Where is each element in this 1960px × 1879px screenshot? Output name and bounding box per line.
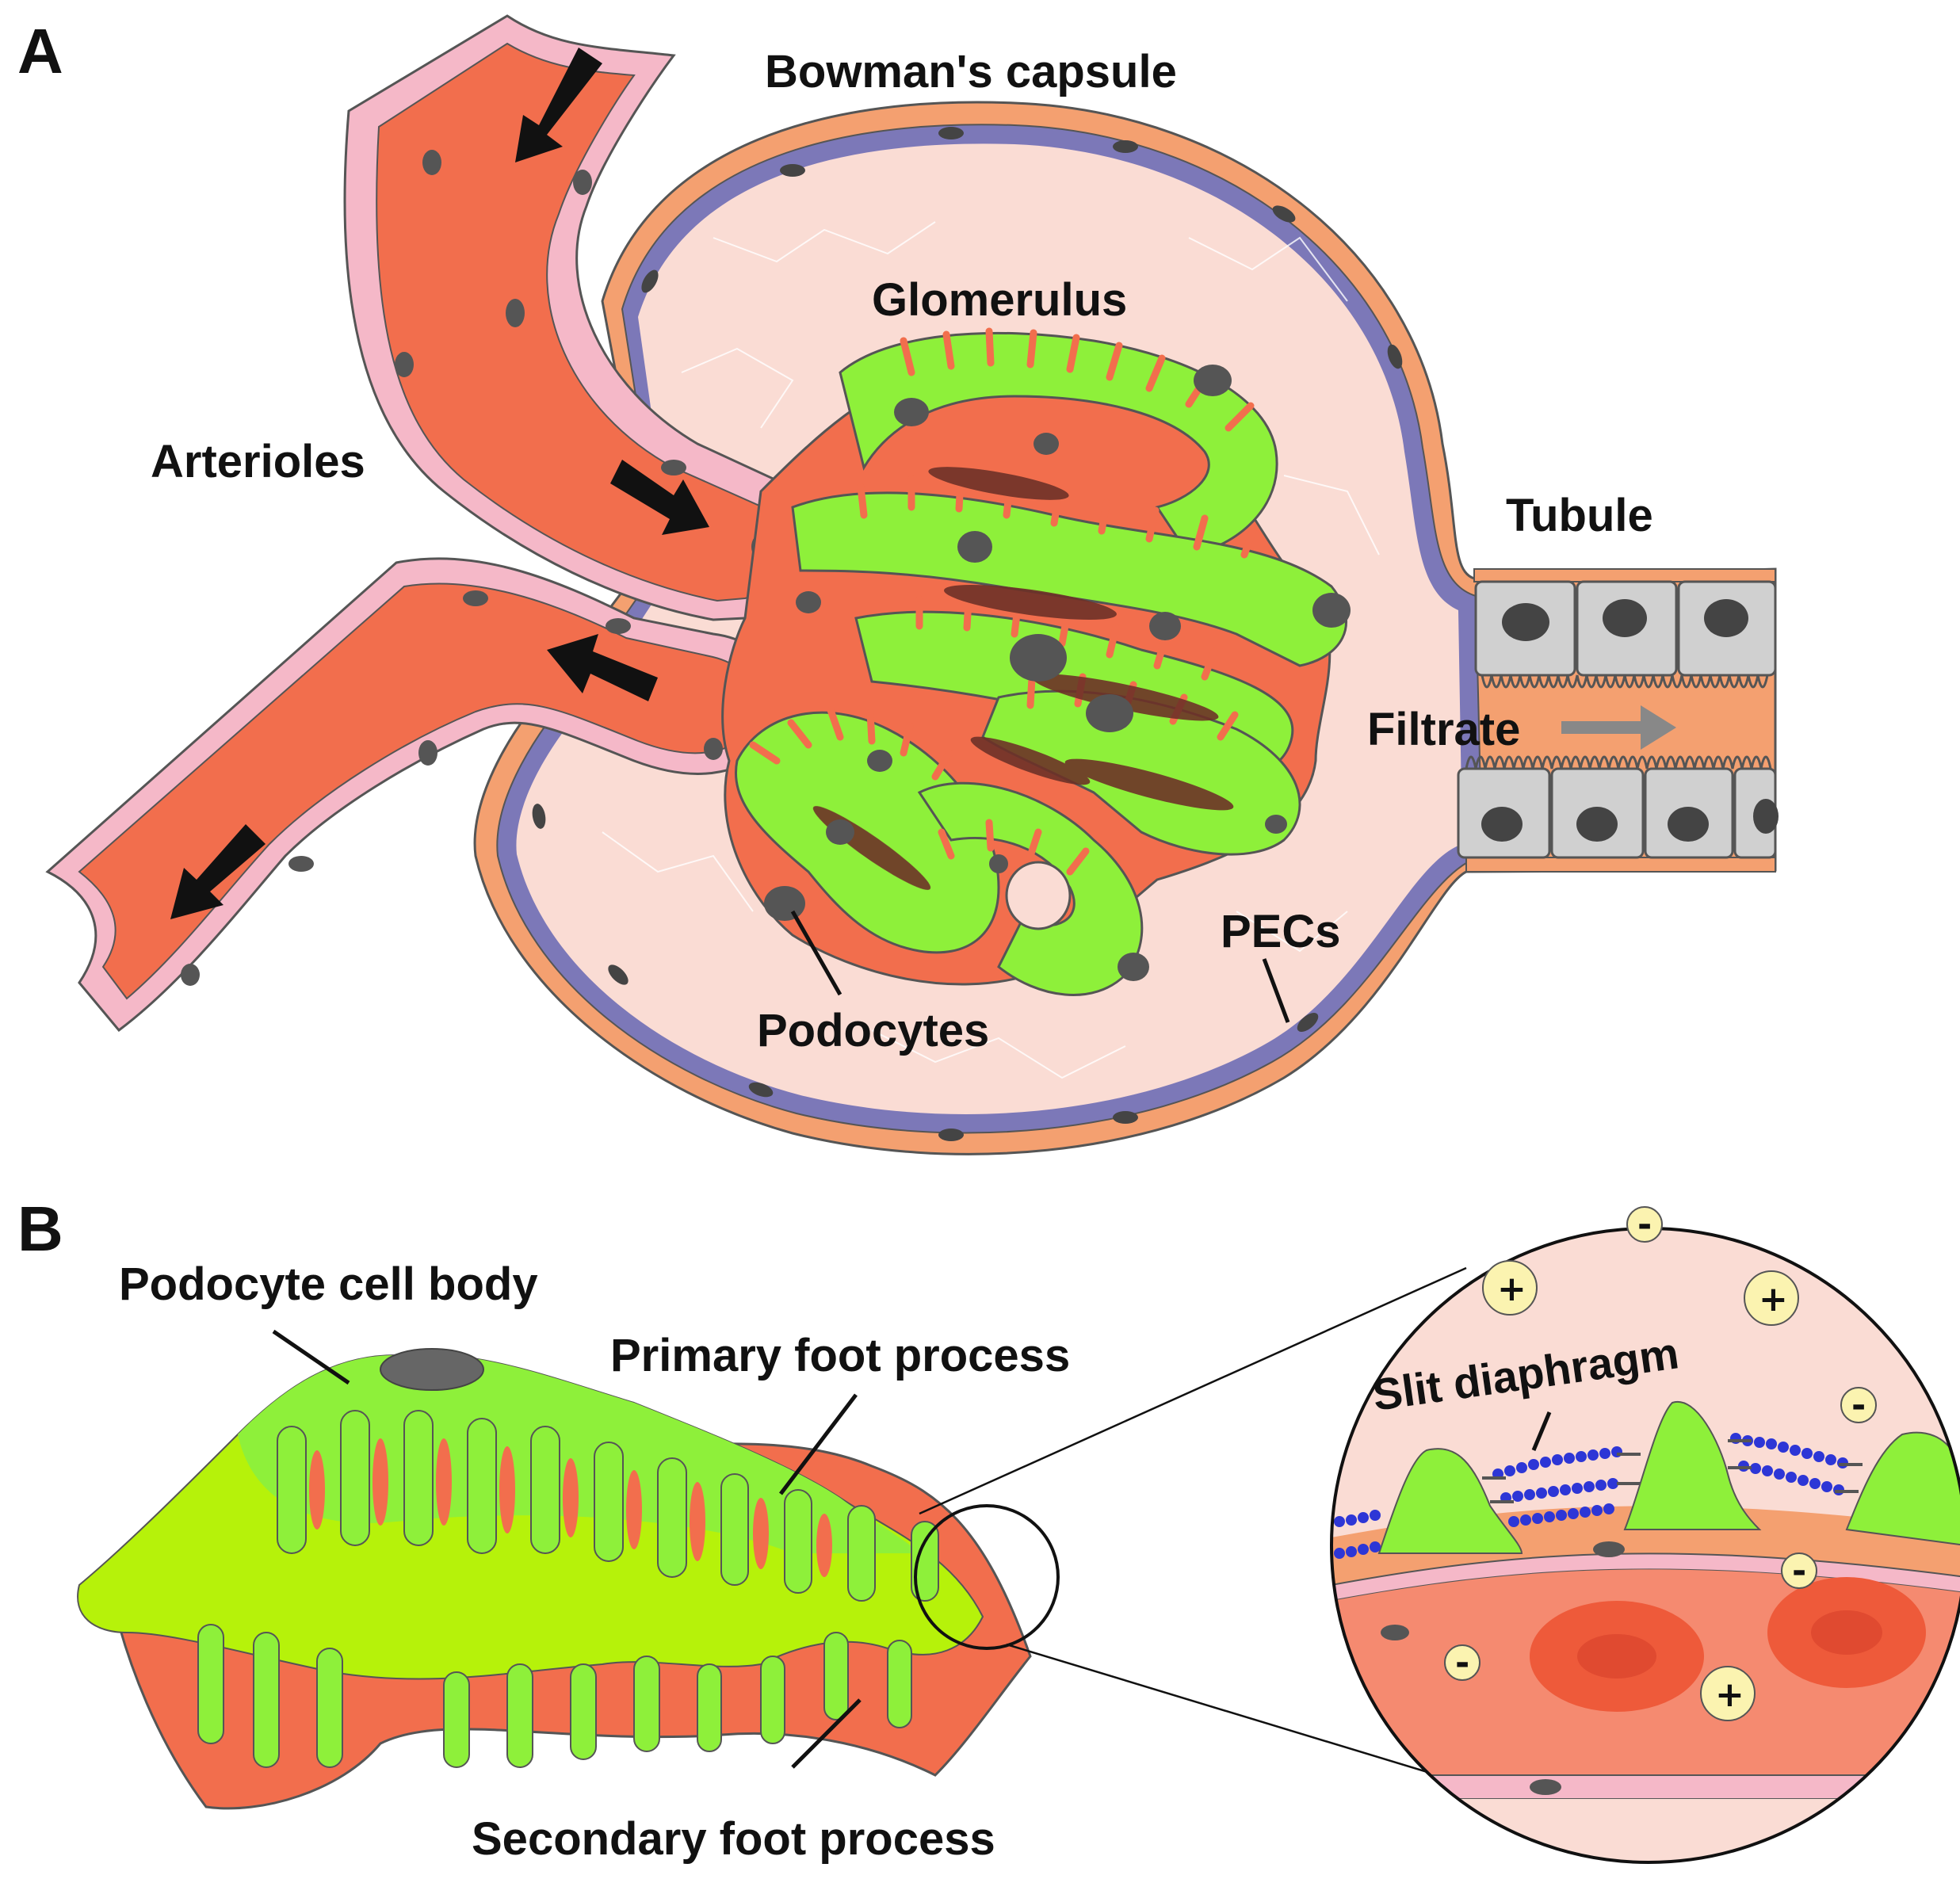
- tubule-nuclei: [1481, 599, 1779, 842]
- podocytes-leader-line: [790, 910, 842, 996]
- tubule: [1457, 568, 1779, 873]
- flow-arrows: [170, 48, 709, 919]
- charge-bubble-7: [1444, 1644, 1481, 1681]
- charge-sign-7: -: [1455, 1643, 1469, 1683]
- charge-bubble-4: [1626, 1206, 1663, 1243]
- tubule-label: Tubule: [1506, 490, 1653, 541]
- bowmans-capsule-label: Bowman's capsule: [765, 46, 1177, 97]
- magnified-view: + + + - - - - Slit diaphragm: [1330, 1205, 1960, 1864]
- panel-b-letter: B: [17, 1193, 63, 1264]
- charge-bubble-6: [1781, 1552, 1817, 1589]
- primary-process-leader-line: [779, 1393, 858, 1495]
- upper-foot-processes: [277, 1410, 939, 1602]
- arterioles: [45, 14, 821, 1033]
- charge-sign-4: -: [1637, 1205, 1652, 1245]
- flow-arrow-1: [515, 48, 602, 162]
- glomerular-tuft: [721, 327, 1351, 996]
- arterioles-label: Arterioles: [151, 436, 365, 487]
- primary-foot-process-label: Primary foot process: [610, 1330, 1070, 1381]
- zoom-line-top: [919, 1266, 1467, 1515]
- cell-body-leader-line: [272, 1329, 350, 1385]
- pecs-label: PECs: [1221, 906, 1341, 957]
- charge-sign-6: -: [1792, 1551, 1806, 1591]
- charge-bubble-1: [1482, 1260, 1538, 1316]
- panel-a-letter: A: [17, 16, 63, 86]
- panel-b: + + + - - - - Slit diaphragm B Podocyte …: [17, 1193, 1960, 1865]
- secondary-foot-process-label: Secondary foot process: [472, 1813, 995, 1865]
- microvilli: [1465, 674, 1772, 770]
- pec-nuclei: [532, 127, 1403, 1141]
- urinary-space-texture: [602, 221, 1380, 1079]
- charge-bubble-2: [1744, 1270, 1799, 1326]
- zoom-circle: [914, 1504, 1060, 1650]
- podocytes-label: Podocytes: [757, 1005, 989, 1056]
- flow-arrow-2: [610, 460, 709, 535]
- charge-sign-1: +: [1497, 1269, 1526, 1309]
- podocyte-nucleus: [380, 1348, 484, 1391]
- podocyte-loop-2: [791, 491, 1347, 667]
- podocyte-cell-body-label: Podocyte cell body: [119, 1258, 538, 1310]
- flow-arrow-3: [547, 634, 658, 701]
- charge-sign-3: +: [1715, 1675, 1744, 1715]
- charge-bubbles: [1444, 1206, 1877, 1721]
- slit-diaphragm-leader-line: [1531, 1411, 1552, 1451]
- charge-bubble-5: [1840, 1387, 1877, 1423]
- filtrate-label: Filtrate: [1367, 704, 1520, 755]
- panel-a: A Bowman's capsule Glomerulus Arterioles…: [17, 14, 1779, 1155]
- pecs-leader-line: [1262, 958, 1290, 1023]
- charge-sign-2: +: [1759, 1279, 1788, 1320]
- charge-bubble-3: [1700, 1666, 1756, 1721]
- flow-arrow-4: [170, 824, 266, 919]
- secondary-process-leader-line: [791, 1698, 862, 1769]
- secondary-foot-processes: [197, 1624, 912, 1768]
- filtrate-arrow: [1561, 705, 1676, 750]
- charge-sign-5: -: [1851, 1385, 1866, 1426]
- podocyte-nuclei: [764, 365, 1351, 981]
- zoom-line-bottom: [1006, 1643, 1491, 1793]
- glomerulus-label: Glomerulus: [872, 274, 1127, 326]
